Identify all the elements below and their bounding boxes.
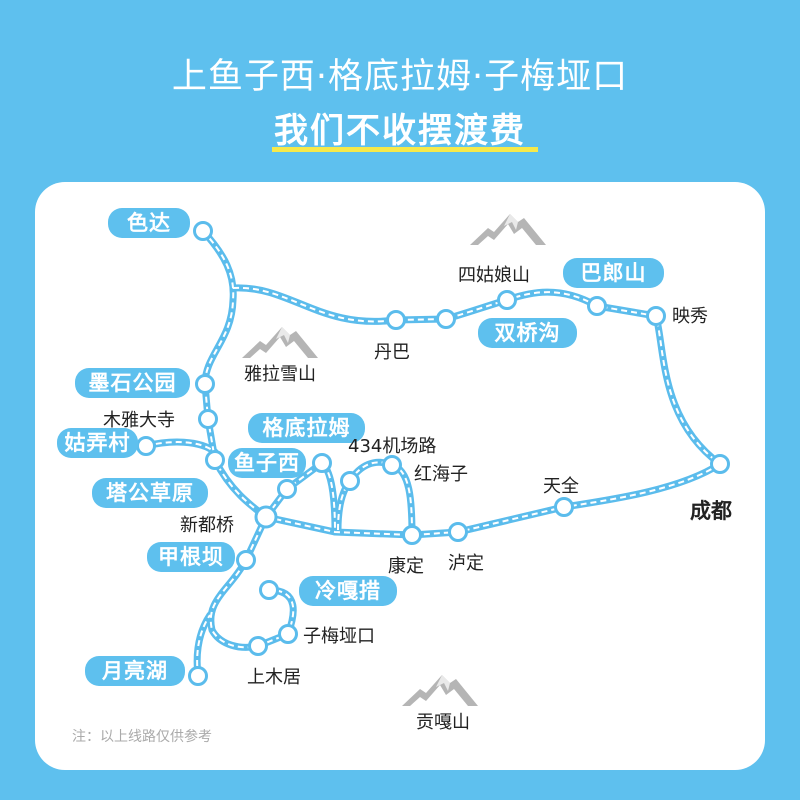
stop-label-airport[interactable]: 434机场路: [348, 436, 437, 457]
stop-label-jiagenba[interactable]: 甲根坝: [147, 542, 235, 572]
stop-label-tagong[interactable]: 塔公草原: [92, 478, 208, 508]
mountain-label-gongga: 贡嘎山: [416, 712, 470, 733]
station-sigu[interactable]: [497, 290, 517, 310]
stop-label-yingxiu[interactable]: 映秀: [672, 306, 708, 327]
route-jiagenba-lenggacuo-dash: [209, 516, 295, 649]
page-subtitle: 我们不收摆渡费: [274, 111, 526, 151]
stop-label-danba[interactable]: 丹巴: [374, 342, 410, 363]
stop-label-moshi[interactable]: 墨石公园: [75, 368, 190, 398]
stop-label-balangshan[interactable]: 巴郎山: [563, 258, 664, 288]
stop-label-seda[interactable]: 色达: [108, 208, 190, 238]
stop-label-tianquan[interactable]: 天全: [543, 476, 579, 497]
stop-label-chengdu[interactable]: 成都: [690, 499, 732, 523]
stop-label-gunong[interactable]: 姑弄村: [57, 428, 138, 458]
stop-label-zimei[interactable]: 子梅垭口: [303, 626, 375, 647]
station-yingxiu[interactable]: [646, 306, 666, 326]
footnote: 注：以上线路仅供参考: [72, 729, 212, 745]
mountain-icon-siguniang: [470, 214, 546, 245]
stop-label-honghaizi[interactable]: 红海子: [414, 464, 468, 485]
station-chengdu[interactable]: [710, 454, 730, 474]
station-seda[interactable]: [193, 221, 213, 241]
station-gedilamu[interactable]: [312, 453, 332, 473]
route-airport-honghaizi-dash: [337, 461, 413, 536]
station-kangding[interactable]: [402, 525, 422, 545]
route-seda-xinduqiao-dash: [202, 230, 267, 518]
mountain-label-yala: 雅拉雪山: [244, 364, 316, 385]
route-gunong-dash: [145, 441, 216, 453]
mountain-icon-gongga: [402, 675, 478, 706]
stop-label-shangmuju[interactable]: 上木居: [247, 667, 301, 688]
station-honghaizi[interactable]: [382, 455, 402, 475]
station-danba[interactable]: [386, 310, 406, 330]
station-danba-east[interactable]: [436, 309, 456, 329]
stop-label-yuzixi[interactable]: 鱼子西: [228, 448, 306, 478]
stop-label-yuelianghu[interactable]: 月亮湖: [85, 656, 185, 686]
station-xinduqiao[interactable]: [254, 505, 278, 529]
station-yuzixi-junction[interactable]: [205, 450, 225, 470]
stop-label-muya[interactable]: 木雅大寺: [103, 410, 175, 431]
stop-label-xinduqiao[interactable]: 新都桥: [180, 515, 234, 536]
station-luding[interactable]: [448, 522, 468, 542]
stop-label-shuangqiaogou[interactable]: 双桥沟: [478, 318, 577, 348]
station-lenggacuo[interactable]: [259, 580, 279, 600]
station-muya[interactable]: [198, 409, 218, 429]
route-chengdu-xinduqiao-dash: [265, 463, 721, 537]
station-tianquan[interactable]: [554, 497, 574, 517]
stop-label-sigu[interactable]: 四姑娘山: [458, 265, 530, 286]
station-jiagenba[interactable]: [236, 550, 256, 570]
station-zimei[interactable]: [278, 624, 298, 644]
route-yuzixi-gedilamu-dash: [265, 461, 336, 533]
station-gunong[interactable]: [136, 436, 156, 456]
stop-label-gedilamu[interactable]: 格底拉姆: [248, 413, 365, 443]
mountain-icon-yala: [242, 327, 318, 358]
station-yuelianghu[interactable]: [188, 666, 208, 686]
station-yuzixi[interactable]: [277, 479, 297, 499]
subtitle-underline: [272, 147, 538, 152]
page-title: 上鱼子西·格底拉姆·子梅垭口: [171, 57, 629, 97]
stop-label-lenggacuo[interactable]: 冷嘎措: [299, 576, 397, 606]
station-airport[interactable]: [340, 471, 360, 491]
station-shangmuju[interactable]: [248, 636, 268, 656]
station-balangshan[interactable]: [587, 296, 607, 316]
station-moshi[interactable]: [195, 374, 215, 394]
stop-label-kangding[interactable]: 康定: [388, 556, 424, 577]
stop-label-luding[interactable]: 泸定: [448, 553, 484, 574]
route-yuelianghu-dash: [196, 614, 211, 677]
